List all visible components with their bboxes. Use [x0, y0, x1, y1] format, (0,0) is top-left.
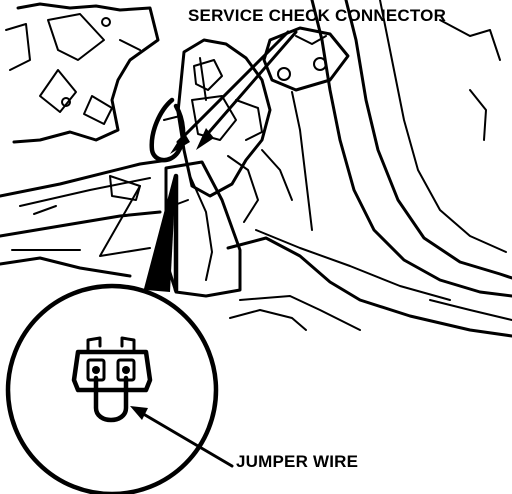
service-check-connector-label: SERVICE CHECK CONNECTOR	[188, 6, 447, 25]
service-arrow-head-b	[196, 128, 214, 150]
vehicle-structure	[0, 0, 512, 338]
leader-lines	[130, 30, 298, 468]
jumper-wire-loop	[93, 375, 129, 423]
jumper-arrow-head	[130, 406, 148, 420]
connector-detail	[71, 336, 153, 423]
jumper-wire-label: JUMPER WIRE	[236, 452, 359, 471]
detail-callout	[5, 173, 219, 494]
service-arrow-head-a	[170, 132, 190, 154]
